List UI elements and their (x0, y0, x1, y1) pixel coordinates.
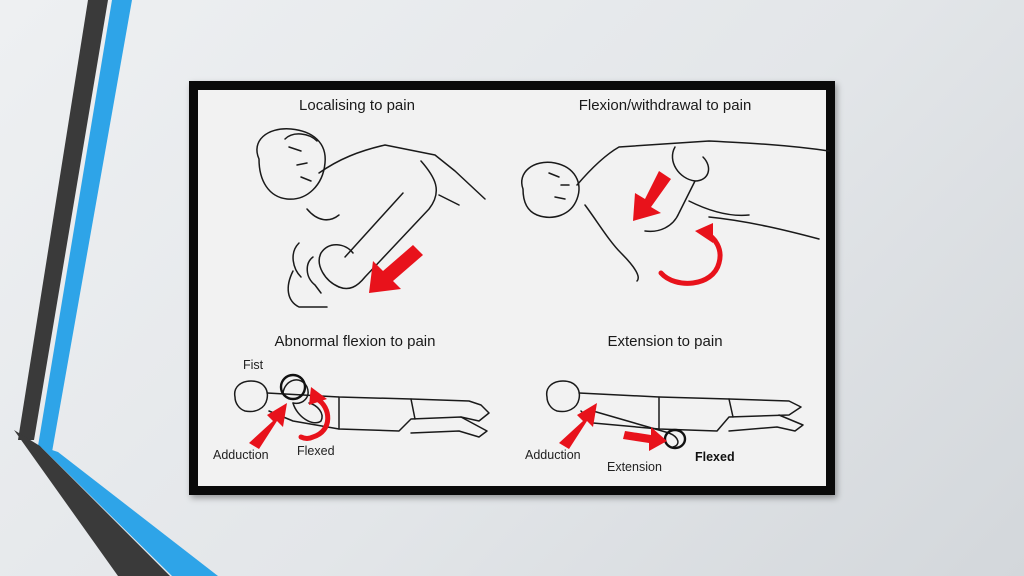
dark-accent-stripe (18, 0, 108, 440)
red-arrow-icon (369, 245, 423, 293)
panel-title-localising: Localising to pain (299, 97, 415, 114)
panel-title-extension: Extension to pain (607, 333, 722, 350)
label-fist: Fist (243, 358, 264, 372)
panel-flexion-withdrawal: Flexion/withdrawal to pain (521, 97, 830, 286)
curved-red-arrow-icon (658, 223, 723, 286)
gcs-motor-response-figure: Localising to pain Flexion/withdrawal to… (189, 81, 835, 495)
red-arrow-icon (633, 171, 671, 221)
red-arrow-icon (559, 403, 597, 449)
panel-title-flexion: Flexion/withdrawal to pain (579, 97, 752, 114)
dark-corner-wedge (14, 430, 170, 576)
label-flexed-1: Flexed (297, 444, 335, 458)
label-adduction-2: Adduction (525, 448, 581, 462)
motor-response-illustration: Localising to pain Flexion/withdrawal to… (213, 97, 830, 474)
label-flexed-2: Flexed (695, 450, 735, 464)
panel-extension: Extension to pain Adduction Extension Fl… (525, 333, 804, 474)
blue-corner-wedge (40, 446, 218, 576)
panel-abnormal-flexion: Abnormal flexion to pain Fist Adduction … (213, 333, 490, 462)
red-arrow-icon (623, 427, 667, 451)
panel-title-abnormal-flexion: Abnormal flexion to pain (275, 333, 436, 350)
fist-circle (279, 373, 307, 401)
hand-circle (663, 428, 687, 450)
blue-accent-stripe (38, 0, 132, 452)
panel-localising: Localising to pain (256, 97, 486, 308)
red-arrow-icon (249, 403, 287, 449)
curved-red-arrow-icon (298, 387, 331, 441)
label-adduction-1: Adduction (213, 448, 269, 462)
label-extension: Extension (607, 460, 662, 474)
